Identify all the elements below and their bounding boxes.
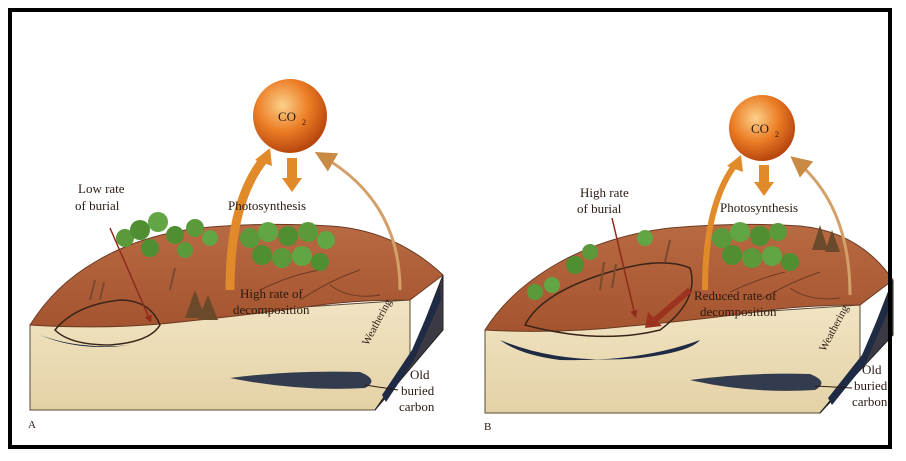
figure-border [8,8,892,449]
